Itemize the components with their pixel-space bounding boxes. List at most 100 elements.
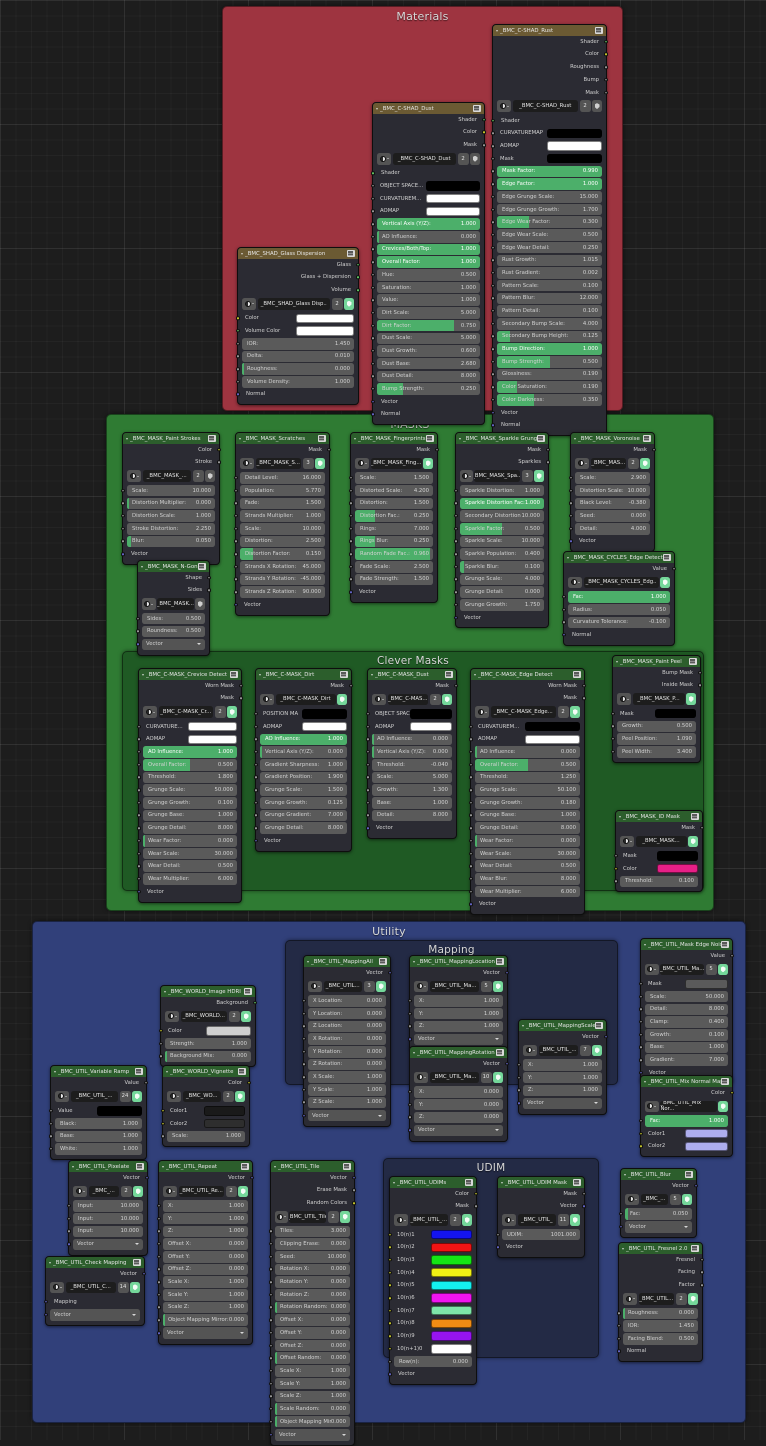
node-color-input[interactable]: AOMAP	[254, 721, 347, 733]
node-group-selector[interactable]: _BMC_WO...2	[167, 1090, 245, 1103]
input-socket[interactable]	[454, 603, 458, 607]
node-value-slider[interactable]: Edge Grunge Growth:1.700	[491, 203, 602, 216]
input-value[interactable]: 3.400	[676, 748, 692, 755]
output-socket[interactable]	[207, 588, 211, 593]
group-name-field[interactable]: _BMC_UTIL...	[638, 1292, 674, 1305]
input-socket[interactable]	[121, 514, 125, 518]
input-value[interactable]: 0.050	[195, 538, 211, 545]
fake-user-toggle[interactable]	[686, 693, 696, 705]
node-color-input[interactable]: CURVATUREM...	[371, 193, 480, 205]
fake-user-toggle[interactable]	[235, 1090, 245, 1103]
input-socket[interactable]	[254, 712, 258, 716]
node-header[interactable]: _BMC_UTIL_Check Mapping	[46, 1257, 144, 1268]
node-value-slider[interactable]: AO Influence:1.000	[137, 746, 237, 758]
group-users-count[interactable]: 2	[192, 470, 204, 482]
collapse-triangle-icon[interactable]	[644, 943, 646, 946]
input-socket[interactable]	[349, 565, 353, 569]
group-users-count[interactable]: 2	[331, 297, 343, 310]
input-value[interactable]: 0.000	[330, 1304, 346, 1311]
group-users-count[interactable]: 24	[119, 1090, 131, 1103]
collapse-triangle-icon[interactable]	[622, 1247, 624, 1250]
group-name-field[interactable]: _BMC_UTIL_Ma...	[429, 980, 479, 993]
input-socket[interactable]	[366, 801, 370, 805]
input-value[interactable]: 0.100	[524, 563, 540, 570]
output-socket[interactable]	[582, 1192, 586, 1196]
node-output-socket-row[interactable]: Vector	[414, 967, 509, 979]
node-value-slider[interactable]: Sparkle Distortion Fac:1.000	[454, 497, 544, 510]
browse-group-button[interactable]	[167, 1090, 181, 1103]
output-socket[interactable]	[247, 1081, 251, 1085]
node-value-slider[interactable]: Z Location:0.000	[302, 1020, 386, 1033]
input-value[interactable]: 0.000	[483, 1088, 499, 1095]
input-socket[interactable]	[269, 1229, 273, 1234]
fake-user-toggle[interactable]	[688, 835, 698, 848]
group-users-count[interactable]: 14	[117, 1281, 129, 1294]
input-socket[interactable]	[469, 864, 473, 868]
input-socket[interactable]	[159, 1041, 163, 1046]
node-group-selector[interactable]: _BMC_C-MASK_Cr...2	[143, 706, 237, 718]
input-value[interactable]: 1.000	[228, 1215, 244, 1222]
input-socket[interactable]	[366, 813, 370, 818]
browse-group-button[interactable]	[623, 1292, 637, 1305]
input-socket[interactable]	[496, 1245, 500, 1250]
node-value-slider[interactable]: Distortion Fac.:0.250	[349, 510, 433, 522]
node-header[interactable]: _BMC_MASK_N-Gon	[138, 561, 209, 572]
input-value[interactable]: 0.000	[560, 749, 576, 756]
node-color-input[interactable]: Color	[236, 313, 354, 325]
input-value[interactable]: 50.100	[557, 787, 576, 794]
input-socket[interactable]	[454, 552, 458, 556]
input-socket[interactable]	[469, 839, 473, 843]
input-socket[interactable]	[121, 527, 125, 531]
node-color-input[interactable]: 10(n)5	[388, 1280, 472, 1292]
output-socket[interactable]	[253, 1001, 257, 1005]
node-value-slider[interactable]: X Rotation:0.000	[302, 1033, 386, 1045]
node-output-socket-row[interactable]: Worn Mask	[143, 680, 243, 692]
input-socket[interactable]	[491, 131, 495, 136]
input-value[interactable]: 1.750	[524, 601, 540, 608]
input-socket[interactable]	[639, 1144, 643, 1149]
node-group-selector[interactable]: _BMC_UTIL_Ma...5	[414, 980, 503, 993]
node-value-slider[interactable]: Color Saturation:0.190	[491, 381, 602, 393]
input-value[interactable]: 3.000	[330, 1228, 346, 1235]
input-socket[interactable]	[137, 851, 141, 856]
collapse-triangle-icon[interactable]	[619, 815, 621, 818]
node-value-slider[interactable]: Sparkle Factor:0.500	[454, 522, 544, 535]
input-value[interactable]: 45.000	[302, 563, 321, 570]
node-value-slider[interactable]: Wear Factor:0.000	[137, 835, 237, 847]
node-value-slider[interactable]: Fac:1.000	[639, 1115, 728, 1127]
node-value-slider[interactable]: Rings:7.000	[349, 522, 433, 535]
node-value-slider[interactable]: Bump Strength:0.500	[491, 356, 602, 368]
node-value-slider[interactable]: Offset X:0.000	[269, 1314, 350, 1326]
node-color-input[interactable]: AOMAP	[371, 206, 480, 218]
fake-user-toggle[interactable]	[688, 1292, 698, 1305]
input-value[interactable]: 1.000	[122, 1133, 138, 1140]
node-output-socket-row[interactable]: Color	[645, 1087, 734, 1099]
input-value[interactable]: 1.000	[228, 1202, 244, 1209]
group-name-field[interactable]: _BMC_C-SHAD_Dust	[392, 152, 456, 165]
node-value-slider[interactable]: Threshold:-0.040	[366, 758, 452, 771]
node-value-slider[interactable]: Scale:50.000	[639, 990, 728, 1003]
color-swatch[interactable]	[431, 1344, 472, 1354]
node-value-slider[interactable]: X:1.000	[408, 995, 503, 1007]
input-socket[interactable]	[157, 1331, 161, 1335]
browse-group-button[interactable]	[575, 457, 589, 470]
node-value-slider[interactable]: UDIM:1001.000	[496, 1228, 580, 1241]
node-output-socket-row[interactable]: Facing	[623, 1267, 704, 1279]
node-value-slider[interactable]: Roundness:0.500	[136, 625, 205, 638]
input-socket[interactable]	[408, 1102, 412, 1107]
input-socket[interactable]	[137, 775, 141, 780]
input-value[interactable]: 1.000	[650, 593, 666, 600]
input-value[interactable]: 1.000	[366, 1099, 382, 1106]
node-value-slider[interactable]: Scale Y:1.000	[157, 1289, 248, 1301]
input-socket[interactable]	[617, 1311, 621, 1316]
input-socket[interactable]	[388, 1334, 392, 1338]
input-value[interactable]: 0.500	[185, 615, 201, 622]
input-value[interactable]: 0.500	[217, 761, 233, 768]
node-group-selector[interactable]: _BMC_UTIL_Ma...5	[645, 963, 728, 976]
input-socket[interactable]	[157, 1242, 161, 1246]
input-socket[interactable]	[517, 1101, 521, 1106]
input-socket[interactable]	[254, 813, 258, 818]
node-output-socket-row[interactable]: Sparkles	[460, 457, 550, 469]
node-value-slider[interactable]: Sparkle Distortion:1.000	[454, 484, 544, 497]
